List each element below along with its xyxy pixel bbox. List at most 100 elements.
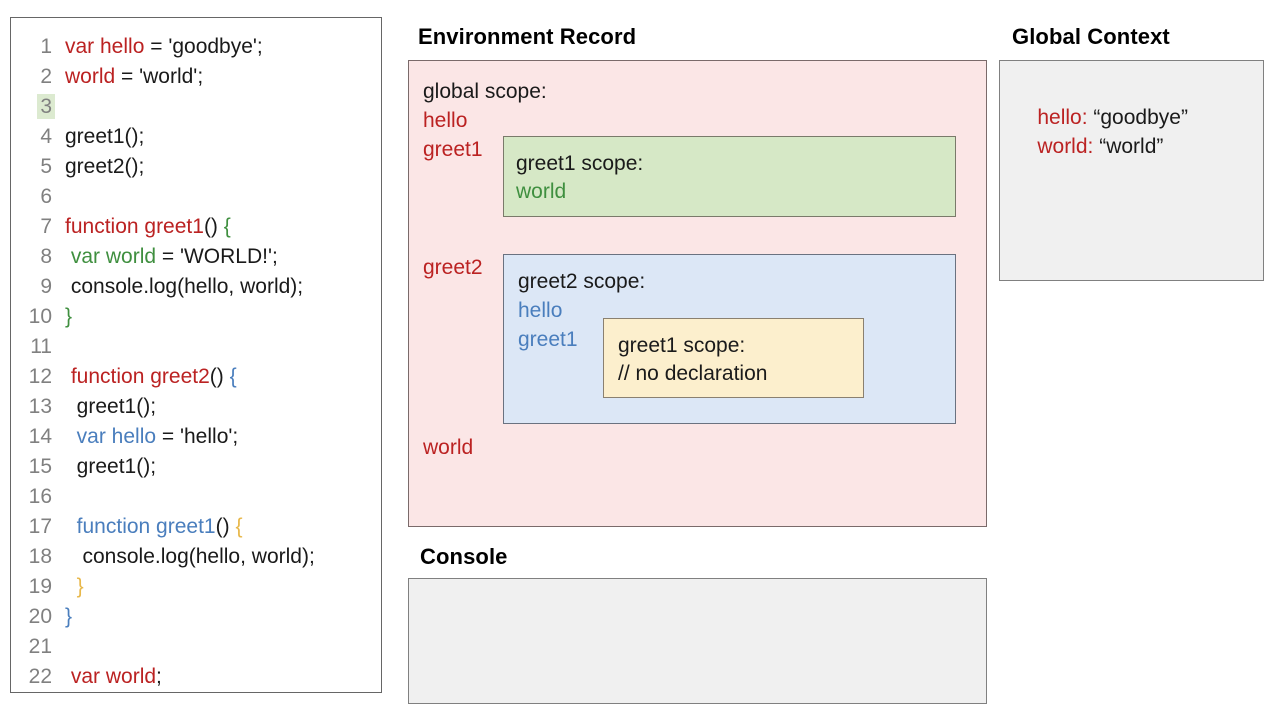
code-line-text: } bbox=[55, 572, 84, 602]
line-number: 3 bbox=[11, 92, 55, 122]
code-token: function greet1 bbox=[65, 215, 204, 238]
console-output-panel[interactable] bbox=[408, 578, 987, 704]
greet2-scope-var-greet1: greet1 bbox=[518, 328, 578, 351]
code-line[interactable]: 22 var world; bbox=[11, 662, 381, 692]
code-line-text: var hello = 'goodbye'; bbox=[55, 32, 263, 62]
code-line[interactable]: 8 var world = 'WORLD!'; bbox=[11, 242, 381, 272]
line-number-label: 22 bbox=[28, 665, 52, 688]
code-token: () bbox=[203, 215, 224, 238]
environment-record-panel: global scope: hello greet1 greet2 world … bbox=[408, 60, 987, 527]
code-line[interactable]: 6 bbox=[11, 182, 381, 212]
code-token: function greet2 bbox=[70, 365, 210, 388]
code-token: { bbox=[229, 365, 237, 388]
line-number-label: 6 bbox=[40, 185, 52, 208]
code-token: } bbox=[65, 605, 73, 628]
console-title: Console bbox=[420, 544, 508, 569]
code-line[interactable]: 3 bbox=[11, 92, 381, 122]
code-line-text: function greet2() { bbox=[55, 362, 237, 392]
line-number: 2 bbox=[11, 62, 55, 92]
code-line[interactable]: 9 console.log(hello, world); bbox=[11, 272, 381, 302]
code-line-text: var world; bbox=[55, 662, 162, 692]
line-number: 20 bbox=[11, 602, 55, 632]
code-token bbox=[65, 515, 77, 538]
code-line-text: world = 'world'; bbox=[55, 62, 203, 92]
code-token: var hello bbox=[65, 35, 145, 58]
line-number-label: 16 bbox=[28, 485, 52, 508]
line-number: 9 bbox=[11, 272, 55, 302]
line-number-label: 13 bbox=[28, 395, 52, 418]
line-number: 13 bbox=[11, 392, 55, 422]
code-line[interactable]: 17 function greet1() { bbox=[11, 512, 381, 542]
code-line[interactable]: 14 var hello = 'hello'; bbox=[11, 422, 381, 452]
line-number-label: 11 bbox=[30, 335, 52, 358]
code-line[interactable]: 13 greet1(); bbox=[11, 392, 381, 422]
code-line[interactable]: 21 bbox=[11, 632, 381, 662]
code-line-text: greet1(); bbox=[55, 392, 156, 422]
line-number-label: 1 bbox=[40, 35, 52, 58]
line-number: 19 bbox=[11, 572, 55, 602]
global-var-hello: hello bbox=[423, 109, 468, 132]
greet2-scope-heading: greet2 scope: bbox=[518, 270, 646, 293]
code-line-text: console.log(hello, world); bbox=[55, 542, 315, 572]
code-line[interactable]: 11 bbox=[11, 332, 381, 362]
line-number-label: 9 bbox=[40, 275, 52, 298]
code-line[interactable]: 16 bbox=[11, 482, 381, 512]
line-number: 1 bbox=[11, 32, 55, 62]
line-number: 17 bbox=[11, 512, 55, 542]
code-line[interactable]: 12 function greet2() { bbox=[11, 362, 381, 392]
code-line[interactable]: 18 console.log(hello, world); bbox=[11, 542, 381, 572]
code-line[interactable]: 20} bbox=[11, 602, 381, 632]
line-number: 10 bbox=[11, 302, 55, 332]
global-context-panel: hello: “goodbye” world: “world” bbox=[999, 60, 1264, 281]
code-line-text: greet2(); bbox=[55, 152, 144, 182]
global-context-title: Global Context bbox=[1012, 24, 1170, 49]
code-line-text: var world = 'WORLD!'; bbox=[55, 242, 278, 272]
line-number: 16 bbox=[11, 482, 55, 512]
line-number-label: 20 bbox=[28, 605, 52, 628]
line-number: 12 bbox=[11, 362, 55, 392]
global-context-entry-hello: hello: “goodbye” bbox=[1014, 79, 1188, 157]
line-number-label: 19 bbox=[28, 575, 52, 598]
code-token: console.log(hello, world); bbox=[65, 275, 304, 298]
line-number: 6 bbox=[11, 182, 55, 212]
line-number: 21 bbox=[11, 632, 55, 662]
line-number-label: 4 bbox=[40, 125, 52, 148]
line-number: 7 bbox=[11, 212, 55, 242]
global-context-key-hello: hello: bbox=[1037, 106, 1088, 129]
code-line-text: console.log(hello, world); bbox=[55, 272, 303, 302]
code-token: } bbox=[65, 305, 73, 328]
code-line[interactable]: 15 greet1(); bbox=[11, 452, 381, 482]
global-var-greet1: greet1 bbox=[423, 138, 483, 161]
code-line[interactable]: 19 } bbox=[11, 572, 381, 602]
line-number-label: 10 bbox=[28, 305, 52, 328]
line-number-label: 21 bbox=[28, 635, 52, 658]
code-token: ; bbox=[156, 665, 162, 688]
code-token bbox=[65, 425, 77, 448]
line-number-label: 15 bbox=[28, 455, 52, 478]
code-token: var world bbox=[70, 245, 157, 268]
line-number-label: 5 bbox=[40, 155, 52, 178]
code-line-text: } bbox=[55, 602, 72, 632]
line-number: 11 bbox=[11, 332, 55, 362]
global-context-key-world: world: bbox=[1037, 135, 1094, 158]
code-token: () bbox=[215, 515, 236, 538]
line-number-label: 17 bbox=[28, 515, 52, 538]
code-token: } bbox=[76, 575, 84, 598]
global-context-entry-world: world: “world” bbox=[1014, 108, 1163, 186]
code-line-text: function greet1() { bbox=[55, 512, 243, 542]
code-token: = 'goodbye'; bbox=[144, 35, 263, 58]
code-line-text: greet1(); bbox=[55, 452, 156, 482]
code-token: console.log(hello, world); bbox=[65, 545, 315, 568]
environment-record-title: Environment Record bbox=[418, 24, 637, 49]
global-context-value-world: “world” bbox=[1093, 135, 1164, 158]
code-line[interactable]: 10} bbox=[11, 302, 381, 332]
line-number: 5 bbox=[11, 152, 55, 182]
code-token: { bbox=[235, 515, 243, 538]
